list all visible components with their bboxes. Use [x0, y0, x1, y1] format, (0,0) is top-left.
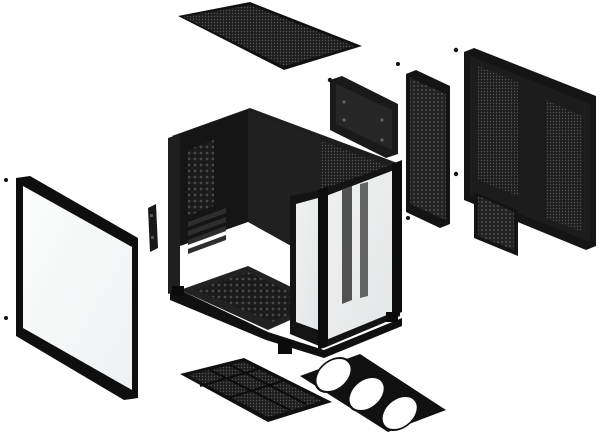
small-bracket	[148, 204, 158, 252]
side-mesh-panel	[396, 62, 450, 228]
fan-bracket	[300, 354, 446, 432]
chassis	[168, 108, 402, 358]
bottom-dust-filter	[180, 358, 332, 422]
top-dust-filter	[178, 2, 362, 70]
right-side-panel	[453, 47, 596, 256]
left-glass-panel	[4, 176, 138, 400]
